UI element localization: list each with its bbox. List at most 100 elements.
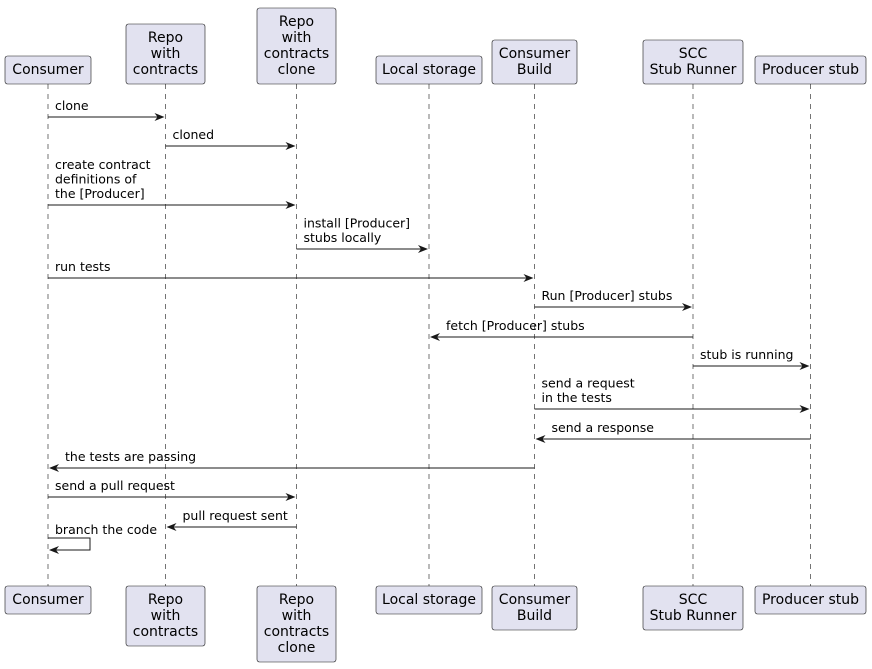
message-label: pull request sent — [183, 508, 288, 523]
participant-storage-bottom: Local storage — [375, 585, 483, 615]
participant-label: Stub Runner — [650, 62, 737, 78]
message-label: send a response — [552, 420, 655, 435]
message-4: run tests — [48, 259, 534, 282]
participant-label: Build — [517, 608, 552, 624]
participant-box — [754, 585, 867, 615]
message-11: send a pull request — [48, 478, 296, 501]
message-label: run tests — [55, 259, 110, 274]
message-arrowhead — [523, 274, 534, 282]
participant-box — [491, 39, 578, 85]
message-arrowhead — [166, 523, 177, 531]
message-label: branch the code — [55, 522, 157, 537]
participant-box — [754, 55, 867, 85]
message-arrowhead — [154, 113, 165, 121]
participant-producer-top: Producer stub — [754, 55, 867, 85]
participant-label: with — [151, 608, 181, 624]
message-9: send a response — [535, 420, 811, 443]
participant-label: SCC — [679, 592, 708, 608]
message-arrowhead — [682, 303, 692, 311]
participant-label: Repo — [279, 592, 314, 608]
message-arrow-line — [48, 537, 91, 551]
participant-label: with — [282, 30, 312, 46]
message-arrowhead — [49, 546, 59, 554]
participant-box — [125, 585, 206, 647]
participant-box — [125, 23, 206, 85]
participant-label: Stub Runner — [650, 608, 737, 624]
participant-box — [642, 39, 744, 85]
participant-label: Build — [517, 62, 552, 78]
message-arrowhead — [799, 405, 810, 413]
participant-label: Repo — [279, 14, 314, 30]
message-label: install [Producer] — [304, 216, 411, 231]
participant-label: clone — [278, 640, 316, 656]
message-label: create contract — [55, 157, 151, 172]
message-label: in the tests — [542, 390, 612, 405]
participant-box — [375, 585, 483, 615]
participant-label: Repo — [148, 592, 183, 608]
message-arrowhead — [285, 142, 296, 150]
message-1: cloned — [165, 127, 296, 150]
participant-label: contracts — [133, 624, 198, 640]
participant-label: Local storage — [382, 62, 476, 78]
message-label: clone — [55, 98, 89, 113]
participant-box — [4, 585, 92, 615]
message-label: stubs locally — [304, 230, 382, 245]
participant-label: Producer stub — [762, 62, 859, 78]
participant-box — [642, 585, 744, 631]
participant-consumer-top: Consumer — [4, 55, 92, 85]
message-arrowhead — [49, 464, 59, 472]
message-label: Run [Producer] stubs — [542, 288, 673, 303]
participant-box — [256, 7, 337, 85]
message-5: Run [Producer] stubs — [534, 288, 692, 311]
message-arrowhead — [418, 245, 428, 253]
participant-label: contracts — [264, 46, 329, 62]
message-0: clone — [48, 98, 165, 121]
participant-label: Consumer — [499, 46, 571, 62]
participant-label: contracts — [133, 62, 198, 78]
message-13: branch the code — [48, 522, 157, 554]
participant-label: Consumer — [12, 62, 84, 78]
participant-box — [375, 55, 483, 85]
message-label: the tests are passing — [65, 449, 196, 464]
participant-box — [491, 585, 578, 631]
message-3: install [Producer]stubs locally — [296, 216, 428, 253]
message-7: stub is running — [693, 347, 810, 370]
participant-label: Consumer — [499, 592, 571, 608]
participant-label: Producer stub — [762, 592, 859, 608]
message-12: pull request sent — [166, 508, 297, 531]
message-label: definitions of — [55, 172, 137, 187]
participant-label: contracts — [264, 624, 329, 640]
message-label: send a request — [542, 376, 635, 391]
participant-label: Local storage — [382, 592, 476, 608]
message-label: fetch [Producer] stubs — [446, 318, 585, 333]
participant-label: with — [282, 608, 312, 624]
message-arrowhead — [535, 435, 546, 443]
participant-label: clone — [278, 62, 316, 78]
participant-box — [4, 55, 92, 85]
participant-label: with — [151, 46, 181, 62]
message-label: cloned — [173, 127, 215, 142]
message-arrowhead — [799, 362, 810, 370]
message-label: stub is running — [700, 347, 793, 362]
participant-storage-top: Local storage — [375, 55, 483, 85]
participant-producer-bottom: Producer stub — [754, 585, 867, 615]
message-6: fetch [Producer] stubs — [430, 318, 693, 341]
participant-consumer-bottom: Consumer — [4, 585, 92, 615]
message-label: send a pull request — [55, 478, 175, 493]
message-arrowhead — [285, 201, 296, 209]
participant-box — [256, 585, 337, 663]
message-label: the [Producer] — [55, 186, 145, 201]
participant-label: SCC — [679, 46, 708, 62]
